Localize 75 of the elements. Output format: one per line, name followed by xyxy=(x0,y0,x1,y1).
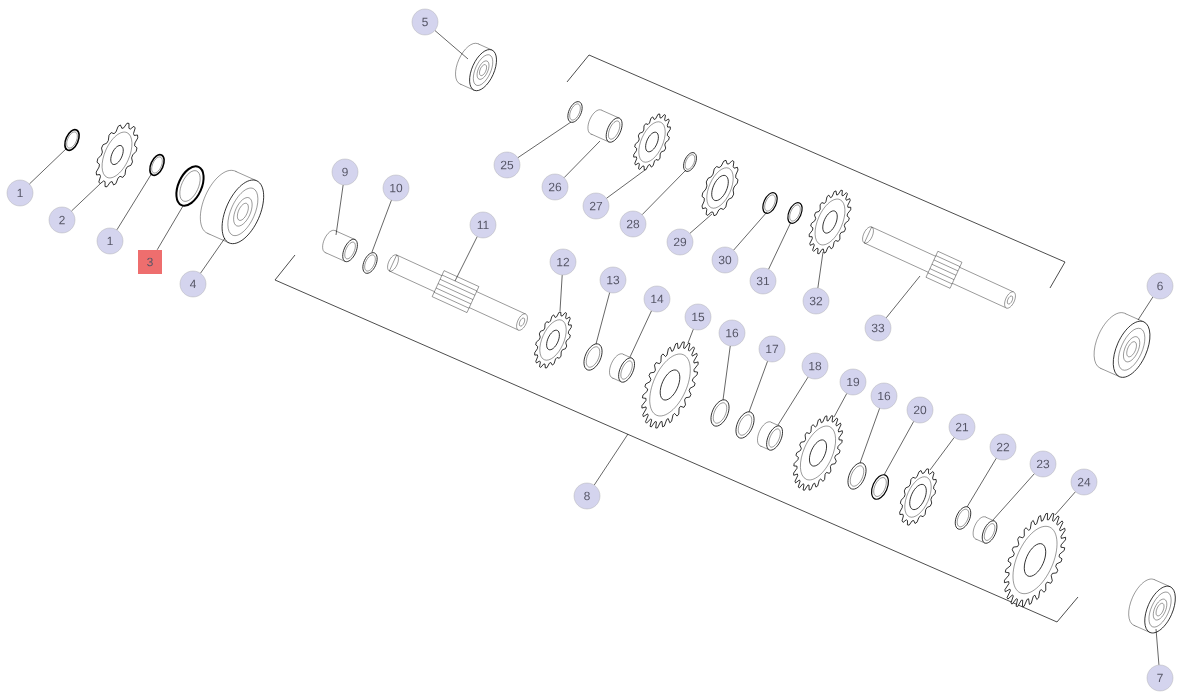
leader-line xyxy=(156,205,184,251)
leader-line xyxy=(629,310,652,358)
leader-line xyxy=(722,345,731,401)
callout-number: 24 xyxy=(1070,468,1098,496)
gear-drawing xyxy=(633,113,671,171)
leader-line xyxy=(886,275,921,319)
leader-line xyxy=(859,408,880,464)
bearing-drawing xyxy=(1128,578,1176,634)
callout-number: 7 xyxy=(1146,664,1174,692)
leader-line xyxy=(768,221,792,270)
callout-number: 11 xyxy=(469,211,497,239)
callout-number: 5 xyxy=(411,8,439,36)
leader-line xyxy=(29,147,68,185)
leader-line xyxy=(777,376,809,426)
callout-number: 25 xyxy=(493,151,521,179)
leader-line xyxy=(641,169,687,215)
sprocket-drawing xyxy=(95,122,139,188)
leader-line xyxy=(966,458,997,508)
callout-number: 30 xyxy=(711,246,739,274)
leader-line xyxy=(434,30,469,60)
callout-number: 12 xyxy=(549,248,577,276)
leader-line xyxy=(992,473,1035,521)
leader-line xyxy=(687,329,694,344)
bushing-drawing xyxy=(322,230,358,263)
callout-number: 29 xyxy=(666,228,694,256)
bushing-drawing xyxy=(972,516,998,544)
leader-line xyxy=(559,274,563,312)
leader-line xyxy=(454,236,478,282)
leader-line xyxy=(594,433,629,486)
leader-line xyxy=(833,393,847,418)
callout-number: 1 xyxy=(6,179,34,207)
leader-line xyxy=(929,437,955,471)
bearing-drawing xyxy=(1093,312,1151,378)
leader-line xyxy=(1054,491,1076,516)
washer-drawing xyxy=(567,101,583,123)
bushing-drawing xyxy=(757,421,783,451)
callout-number: 9 xyxy=(331,158,359,186)
leader-line xyxy=(563,140,601,178)
leader-line xyxy=(689,213,713,234)
callout-number: 28 xyxy=(619,210,647,238)
leader-line xyxy=(335,184,344,236)
callout-number: 10 xyxy=(382,174,410,202)
callout-number: 2 xyxy=(48,206,76,234)
circlip-drawing xyxy=(787,202,803,224)
callout-number: 26 xyxy=(541,173,569,201)
callout-number: 1 xyxy=(96,227,124,255)
circlip-drawing xyxy=(762,192,778,214)
leader-line xyxy=(883,421,914,476)
leader-line xyxy=(200,237,226,274)
leader-line xyxy=(71,183,101,212)
bearing-drawing xyxy=(200,170,265,244)
gear-drawing xyxy=(701,159,739,217)
bearing-drawing xyxy=(455,43,497,92)
leader-line xyxy=(116,172,153,231)
leader-line xyxy=(733,211,768,251)
leader-line xyxy=(1155,628,1160,666)
bushing-drawing xyxy=(609,353,635,383)
bushing-drawing xyxy=(587,109,623,143)
callout-number: 6 xyxy=(1146,272,1174,300)
gear-drawing xyxy=(808,189,852,255)
leader-line xyxy=(748,361,768,413)
leader-line xyxy=(817,251,824,289)
callout-number: 27 xyxy=(582,192,610,220)
leader-line xyxy=(1137,296,1154,321)
washer-drawing xyxy=(64,128,80,152)
bracket-line xyxy=(274,254,1079,623)
washer-drawing xyxy=(149,153,165,177)
highlighted-callout-number: 3 xyxy=(138,250,162,274)
callout-number: 4 xyxy=(179,270,207,298)
washer-drawing xyxy=(683,152,697,172)
leader-line xyxy=(606,169,646,199)
leader-line xyxy=(595,292,610,345)
oil-seal-drawing xyxy=(175,165,205,207)
shaft-drawing xyxy=(862,226,1016,309)
leader-line xyxy=(371,200,392,253)
